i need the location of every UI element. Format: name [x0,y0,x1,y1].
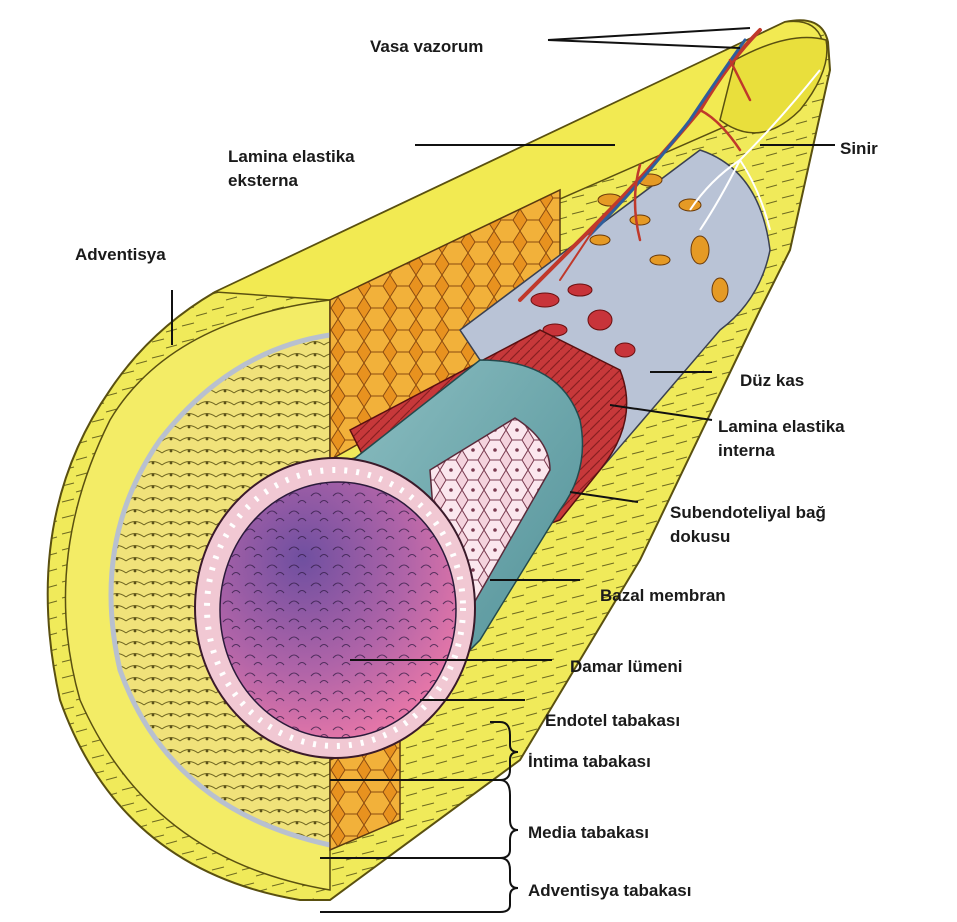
label-media-tabakasi: Media tabakası [528,822,649,844]
label-adventisya-tabakasi: Adventisya tabakası [528,880,691,902]
label-endotel-tabakasi: Endotel tabakası [545,710,680,732]
label-lamina-elastika-interna-line1: Lamina elastika [718,416,845,438]
label-damar-lumeni: Damar lümeni [570,656,682,678]
label-sinir: Sinir [840,138,878,160]
lumen [195,458,475,758]
label-intima-tabakasi: İntima tabakası [528,751,651,773]
label-lamina-elastika-interna-line2: interna [718,440,775,462]
label-bazal-membran: Bazal membran [600,585,726,607]
label-lamina-elastika-eksterna-line1: Lamina elastika [228,146,355,168]
label-vasa-vazorum: Vasa vazorum [370,36,483,58]
label-lamina-elastika-eksterna-line2: eksterna [228,170,298,192]
label-duz-kas: Düz kas [740,370,804,392]
label-adventisya: Adventisya [75,244,166,266]
label-subendoteliyal-line1: Subendoteliyal bağ [670,502,826,524]
label-subendoteliyal-line2: dokusu [670,526,730,548]
